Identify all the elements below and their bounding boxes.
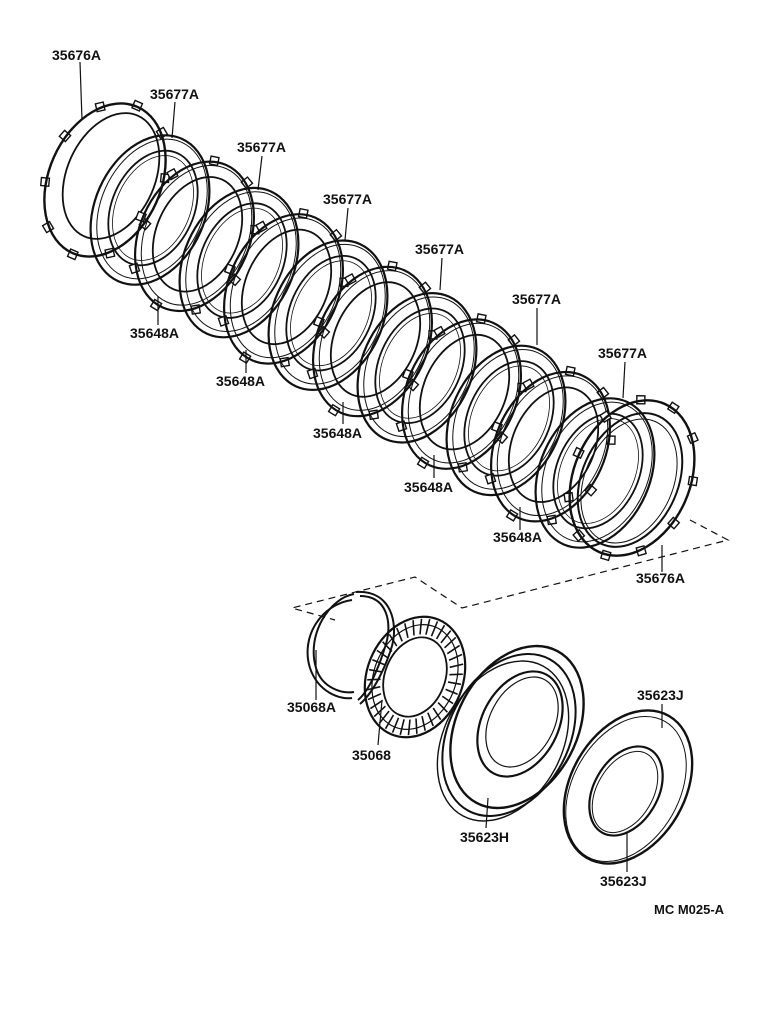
seal-inner-part [588,745,664,837]
roller [412,620,415,636]
roller [396,627,403,642]
one-way-clutch-part [363,615,467,739]
roller [373,705,386,718]
separator-plate-lug [166,167,179,181]
label-seal-inner: 35623J [600,873,647,889]
label-disc-1: 35677A [150,86,199,102]
roller [448,653,463,661]
label-plate-3: 35648A [313,425,362,441]
label-snap-ring: 35068A [287,699,336,715]
separator-plate-lug [228,273,242,287]
roller [430,621,439,637]
label-piston: 35623H [460,829,509,845]
part-labels: 35676A 35677A 35677A 35677A 35677A 35677… [52,47,725,917]
label-disc-4: 35677A [415,241,464,257]
label-plate-5: 35648A [493,529,542,545]
separator-plate-lug [495,430,509,445]
separator-plate-lug [255,220,268,234]
roller [391,717,400,733]
separator-plate-part [306,260,438,421]
friction-disc-part [534,397,656,549]
snap-ring-part [306,590,396,705]
label-disc-5: 35677A [512,291,561,307]
drawing-code: MC M025-A [654,902,725,917]
label-plate-2: 35648A [216,373,265,389]
roller [384,714,395,730]
roller [378,710,390,724]
roller [419,618,423,635]
friction-disc-part [356,292,478,444]
label-one-way-clutch: 35068 [352,747,391,763]
separator-plate-part [217,207,349,368]
roller [372,659,385,666]
roller [446,644,461,655]
label-plate-1: 35648A [130,325,179,341]
roller [388,633,398,647]
roller [376,649,389,659]
label-disc-3: 35677A [323,191,372,207]
roller [435,624,446,640]
friction-disc-part [178,186,300,339]
roller [404,623,409,638]
roller [441,695,454,705]
roller [366,685,381,691]
friction-disc-part [445,344,567,497]
roller [447,681,462,686]
clutch-pack [39,99,699,562]
label-disc-6: 35677A [598,345,647,361]
piston-part [436,644,585,822]
roller [407,719,411,736]
roller [369,699,384,710]
separator-plate-lug [406,378,420,392]
separator-plate-part [484,365,616,526]
assembly-guide-line [289,519,730,621]
steel-plate-top-part [39,99,171,261]
roller [368,668,383,673]
roller [449,663,464,669]
friction-disc-part [89,134,211,286]
roller [367,693,382,701]
leader-lines [79,61,663,872]
separator-plate-lug [522,378,535,391]
roller [425,619,431,635]
roller [427,712,434,727]
roller [382,641,393,652]
roller [432,707,442,721]
separator-plate-lug [584,483,598,497]
label-plate-4: 35648A [404,479,453,495]
friction-disc-part [267,239,389,391]
separator-plate-lug [433,325,446,339]
roller [399,719,405,735]
label-seal-outer: 35623J [637,687,684,703]
steel-plate-bottom-part [563,395,699,562]
label-steel-plate-top: 35676A [52,47,101,63]
seal-outer-part [562,709,694,865]
roller [445,688,458,695]
separator-plate-lug [317,325,331,340]
roller [415,718,418,734]
label-steel-plate-bottom: 35676A [636,570,685,586]
roller [421,716,426,731]
roller [437,702,448,713]
separator-plate-lug [344,273,357,286]
roller [444,636,457,649]
roller [440,630,452,644]
label-disc-2: 35677A [237,139,286,155]
